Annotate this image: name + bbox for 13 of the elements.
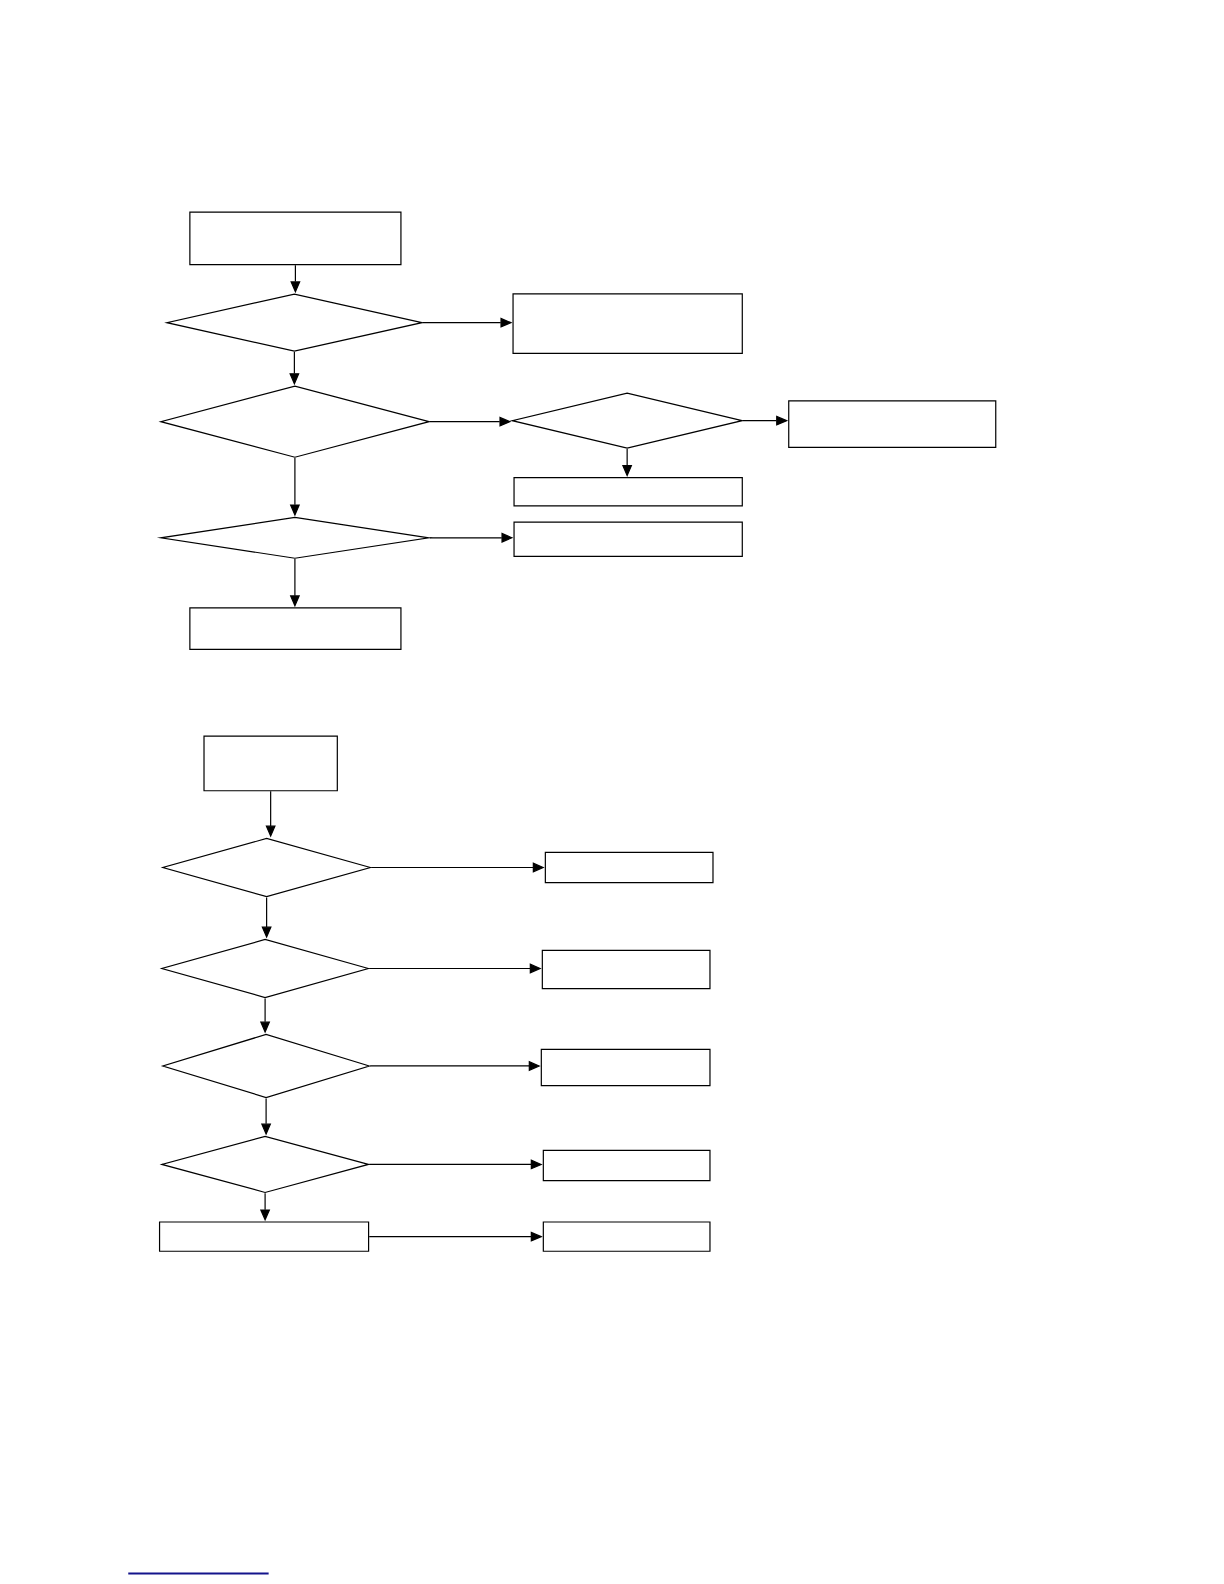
process-box <box>189 211 402 266</box>
process-box <box>540 1048 711 1087</box>
process-box <box>158 1221 370 1252</box>
process-box <box>542 1149 711 1182</box>
process-box <box>544 851 714 884</box>
process-box <box>513 521 743 558</box>
process-box <box>189 607 402 650</box>
process-box <box>203 735 338 792</box>
process-box <box>788 400 997 448</box>
process-box <box>541 949 711 990</box>
process-box <box>513 477 743 507</box>
process-box <box>542 1221 711 1252</box>
process-box <box>512 293 743 355</box>
